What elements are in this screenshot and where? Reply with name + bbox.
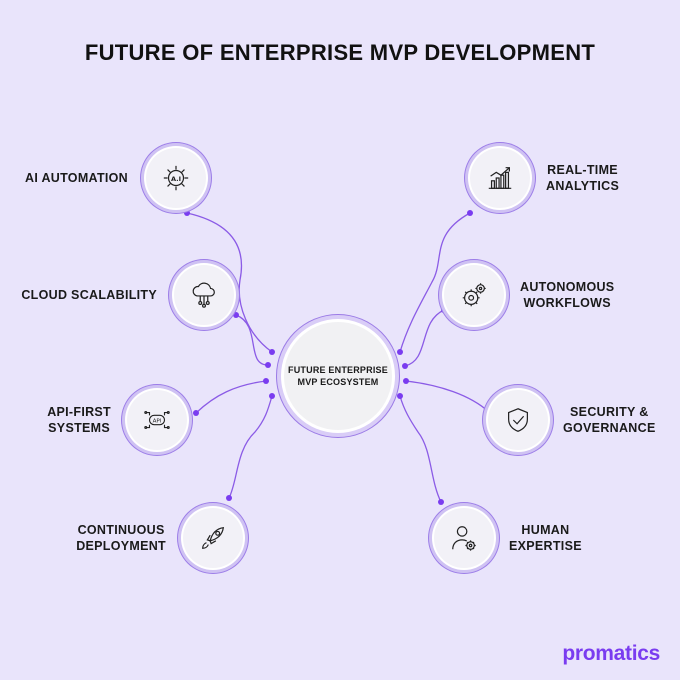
label-ai-automation: AI AUTOMATION [25, 171, 128, 185]
svg-text:A.I: A.I [171, 175, 181, 183]
connector-dot [467, 210, 473, 216]
connector-security [405, 380, 490, 413]
person-gear-icon [452, 526, 476, 551]
connector-dot [269, 393, 275, 399]
label-api-first-systems: API-FIRST SYSTEMS [47, 405, 111, 435]
label-real-time-analytics: REAL-TIME ANALYTICS [546, 163, 620, 193]
connector-dot [441, 307, 447, 313]
connector-api-first [195, 380, 267, 414]
rocket-icon [202, 526, 225, 549]
center-hub-label: FUTURE ENTERPRISE MVP ECOSYSTEM [288, 365, 388, 387]
connector-continuous-deployment [228, 395, 273, 499]
connector-real-time-analytics [399, 212, 471, 353]
node-ai-automation: A.I [146, 148, 206, 208]
promatics-logo: promatics [562, 642, 660, 665]
cloud-network-icon [192, 282, 215, 308]
connector-cloud-scalability [235, 314, 269, 366]
connector-dot [193, 410, 199, 416]
svg-text:API: API [153, 418, 162, 424]
connector-dot [184, 210, 190, 216]
node-api-first-systems: API [127, 390, 187, 450]
gears-icon [462, 283, 486, 307]
connector-dot [263, 378, 269, 384]
connector-dot [397, 393, 403, 399]
center-hub: FUTURE ENTERPRISE MVP ECOSYSTEM [284, 322, 392, 430]
connector-dot [402, 363, 408, 369]
node-continuous-deployment [183, 508, 243, 568]
node-cloud-scalability [174, 265, 234, 325]
label-cloud-scalability: CLOUD SCALABILITY [21, 288, 157, 302]
label-continuous-deployment: CONTINUOUS DEPLOYMENT [76, 523, 166, 553]
node-real-time-analytics [470, 148, 530, 208]
label-autonomous-workflows: AUTONOMOUS WORKFLOWS [520, 280, 615, 310]
connector-dot [265, 362, 271, 368]
ai-chip-icon: A.I [163, 165, 189, 191]
connector-dot [403, 378, 409, 384]
node-human-expertise [434, 508, 494, 568]
connector-dot [269, 349, 275, 355]
connector-dot [233, 312, 239, 318]
page-title: FUTURE OF ENTERPRISE MVP DEVELOPMENT [84, 40, 596, 65]
connector-autonomous-workflows [404, 309, 445, 367]
connector-ai-automation [186, 212, 273, 353]
bar-chart-icon [488, 167, 512, 189]
label-human-expertise: HUMAN EXPERTISE [509, 523, 582, 553]
shield-check-icon [508, 408, 528, 432]
label-security-governance: SECURITY & GOVERNANCE [563, 405, 656, 435]
node-security-governance [488, 390, 548, 450]
connector-dot [438, 499, 444, 505]
connector-human-expertise [399, 395, 442, 503]
api-icon: API [144, 411, 170, 429]
connector-dot [226, 495, 232, 501]
connector-dot [397, 349, 403, 355]
node-autonomous-workflows [444, 265, 504, 325]
